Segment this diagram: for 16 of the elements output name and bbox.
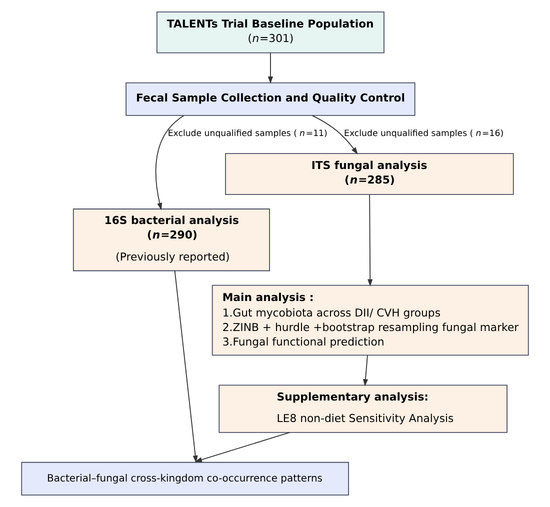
arrow (155, 115, 184, 210)
arrow (312, 115, 358, 154)
node-box: Supplementary analysis: LE8 non-diet Sensitivity Analysis (218, 384, 508, 433)
node-box: Bacterial–fungal cross-kingdom co-occurrence patterns (21, 462, 350, 496)
edge-label: Exclude unqualified samples (n=11) (168, 128, 328, 139)
edge-label: Exclude unqualified samples (n=16) (344, 128, 504, 139)
arrow (368, 194, 373, 287)
arrow (362, 354, 368, 386)
node-box: TALENTs Trial Baseline Population (n=301) (156, 11, 384, 54)
arrow (174, 270, 198, 463)
arrow (268, 52, 273, 84)
arrow (194, 432, 290, 462)
node-box: Main analysis : 1.Gut mycobiota across DII/ CVH groups 2.ZINB + hurdle +bootstrap resampling fungal marker 3.Fungal functional prediction (212, 284, 529, 356)
node-box: ITS fungal analysis (n=285) (225, 153, 514, 195)
node-box: Fecal Sample Collection and Quality Control (126, 82, 416, 116)
node-box: 16S bacterial analysis (n=290) (Previously reported) (72, 208, 270, 272)
